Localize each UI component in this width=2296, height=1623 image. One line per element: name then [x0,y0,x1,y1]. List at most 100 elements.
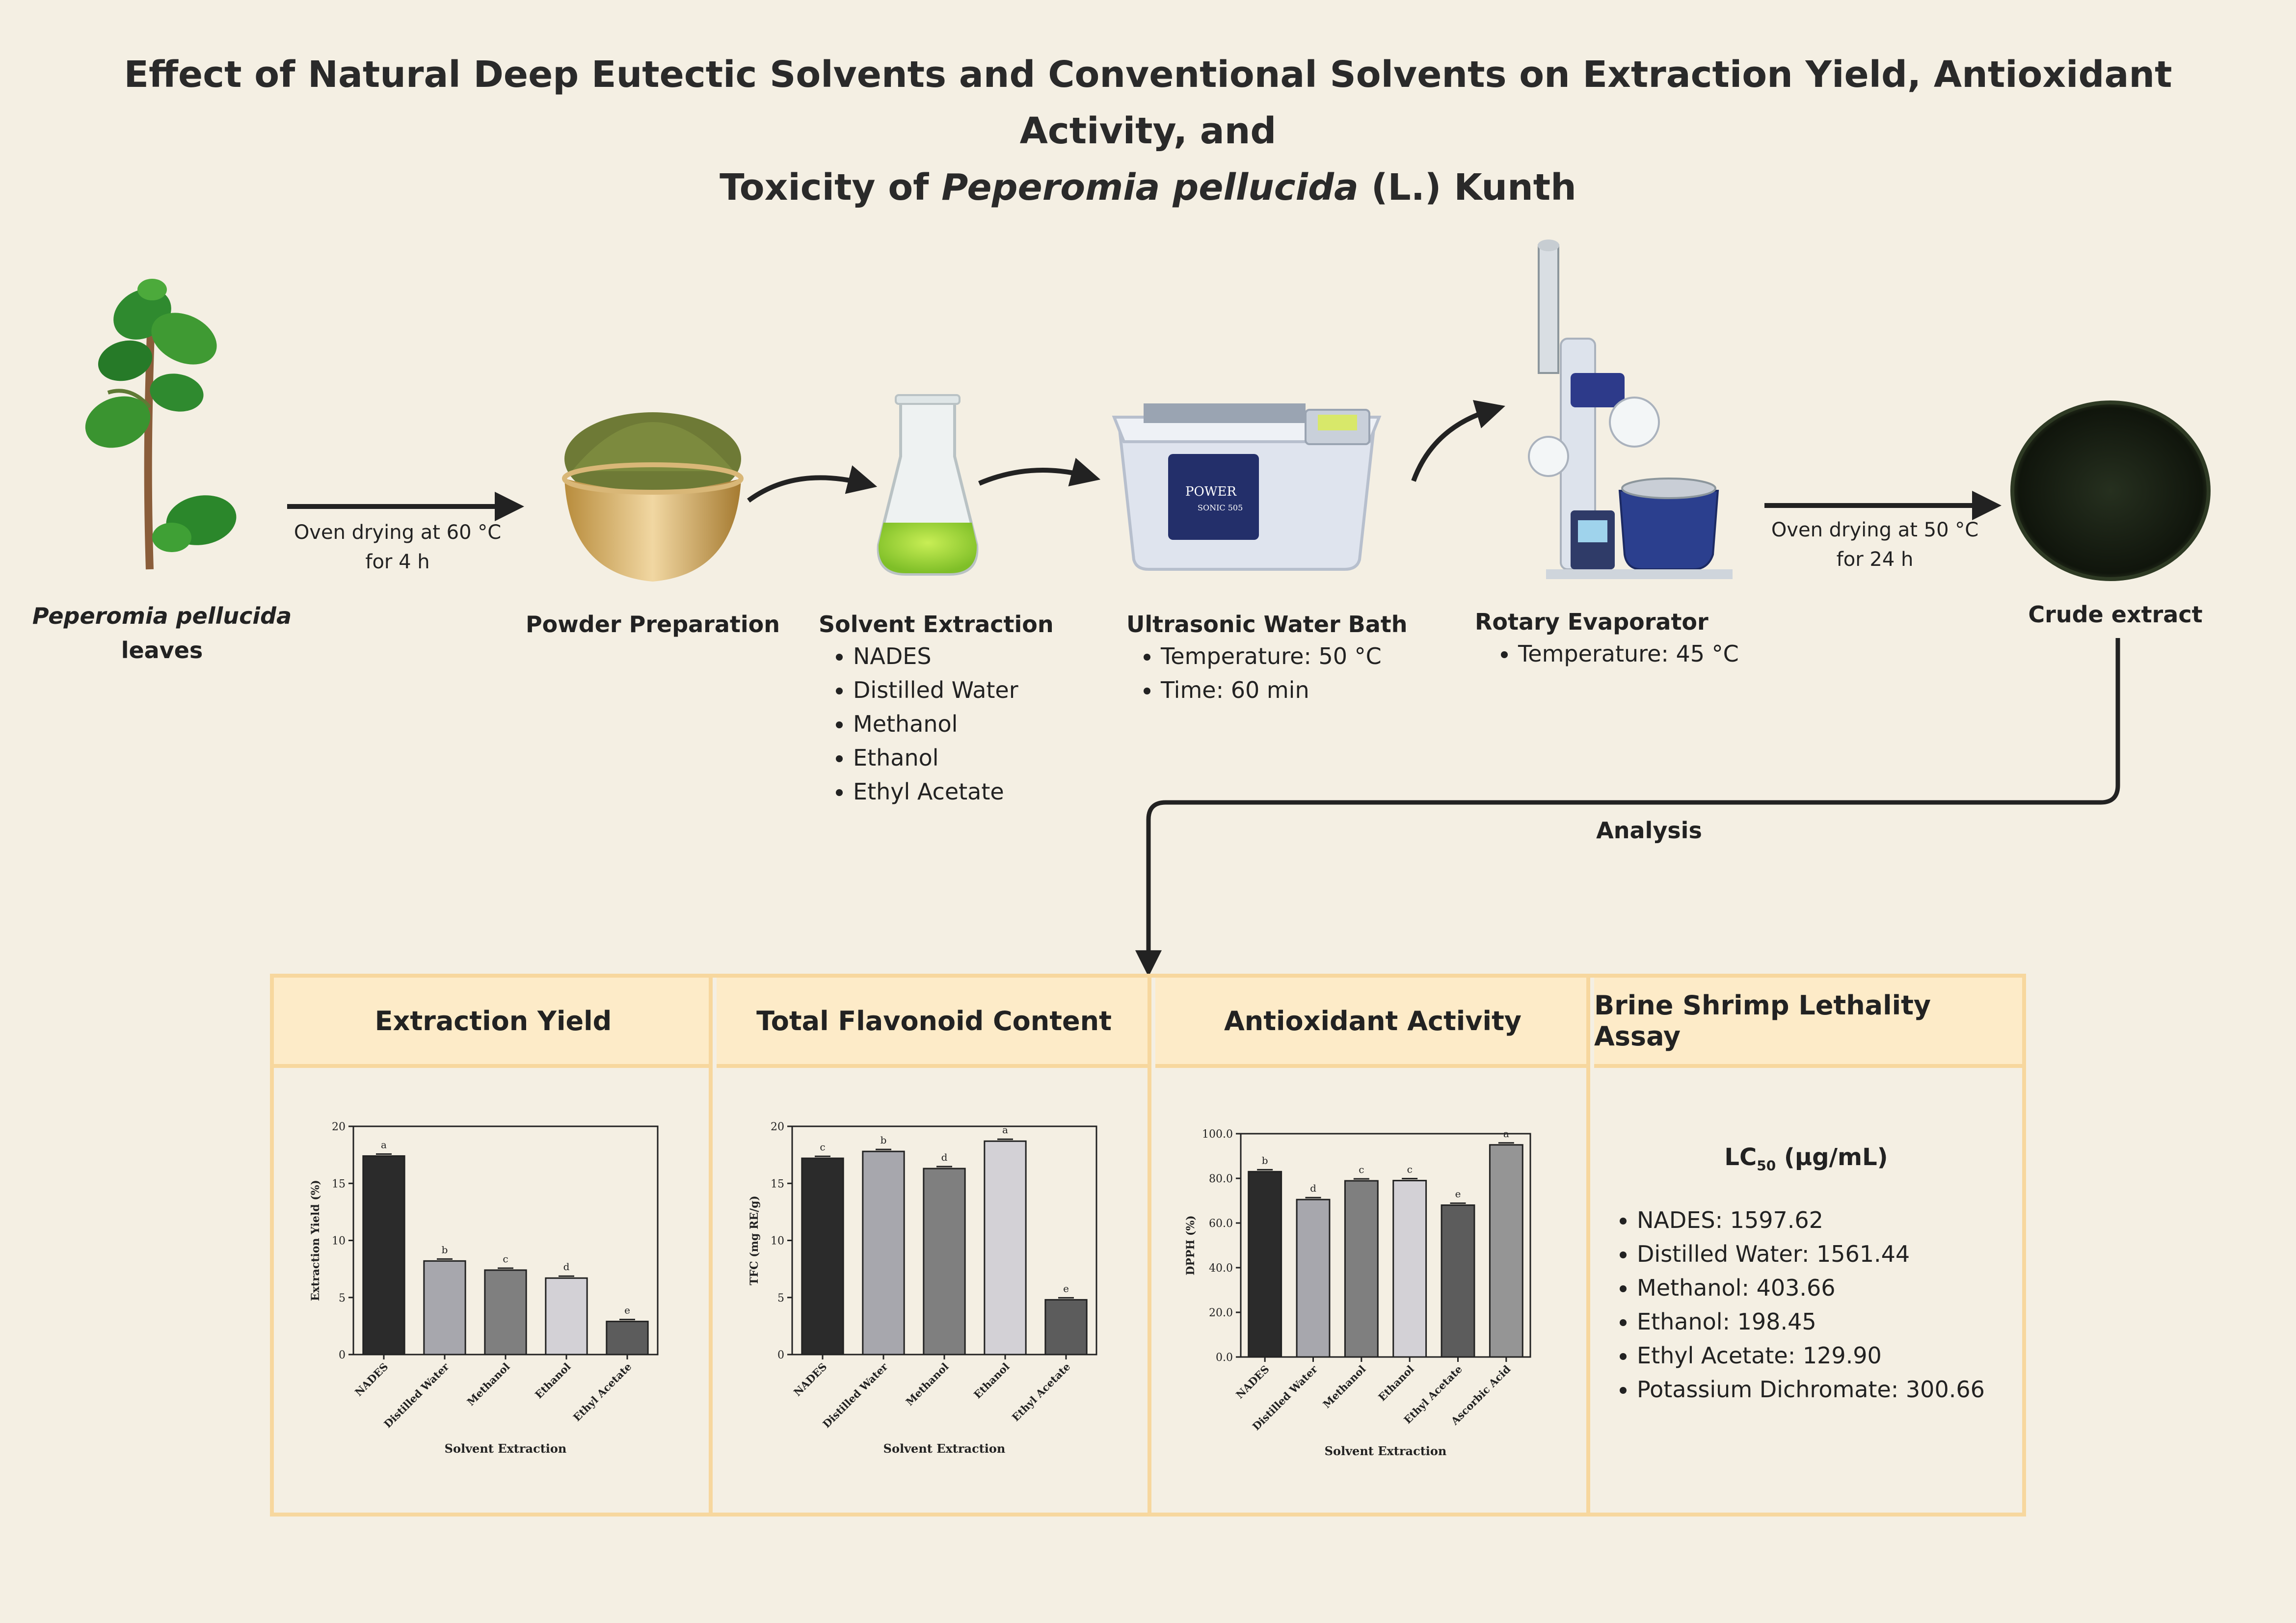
drying-2-condition: Oven drying at 50 °C [1771,519,1979,541]
bar [1248,1171,1282,1358]
title-line-1: Effect of Natural Deep Eutectic Solvents… [124,53,2172,152]
plant-species-name: Peperomia pellucida [32,603,292,629]
bath-conditions: Temperature: 50 °C Time: 60 min [1126,639,1431,707]
crude-extract-illustration [2010,400,2211,581]
powder-label: Powder Preparation [525,611,780,638]
bar [923,1168,966,1356]
x-tick-label: NADES [791,1360,829,1399]
y-tick-label: 15 [771,1178,784,1190]
plant-label: Peperomia pellucida leaves [29,599,294,667]
significance-letter: d [1310,1182,1316,1194]
evaporator-block: Rotary Evaporator Temperature: 45 °C [1475,609,1779,671]
lc50-heading: LC50 (µg/mL) [1595,1144,2017,1174]
x-axis-label: Solvent Extraction [1325,1444,1447,1458]
bar [1489,1144,1523,1358]
x-tick-label: Ethanol [971,1360,1012,1401]
arrow-powder-to-flask [747,465,878,503]
bar [1344,1180,1379,1358]
solvent-list: NADES Distilled Water Methanol Ethanol E… [819,639,1074,809]
chart-frame [1240,1133,1531,1358]
drying-1-condition: Oven drying at 60 °C [294,521,502,544]
analysis-label: Analysis [1596,817,1702,844]
bath-label: Ultrasonic Water Bath [1126,611,1408,638]
bar [801,1157,844,1356]
lc50-item: NADES: 1597.62 [1637,1203,2017,1237]
x-tick-label: Methanol [1320,1363,1368,1410]
lc50-item: Distilled Water: 1561.44 [1637,1237,2017,1271]
x-axis-label: Solvent Extraction [883,1441,1006,1456]
bar [984,1140,1027,1356]
x-tick-label: NADES [352,1360,391,1399]
title-line-2: Toxicity of Peperomia pellucida (L.) Kun… [74,160,2222,216]
bar [1441,1204,1475,1358]
y-axis-label: TFC (mg RE/g) [748,1196,761,1285]
x-tick-label: Ethanol [1376,1363,1416,1404]
y-tick-label: 60.0 [1209,1218,1233,1230]
bar [545,1277,588,1356]
y-tick-label: 20 [332,1121,346,1133]
bar [606,1321,649,1356]
y-tick-label: 5 [339,1292,346,1304]
x-tick-label: Methanol [464,1360,512,1408]
y-axis-label: DPPH (%) [1184,1215,1197,1275]
y-tick-label: 20 [771,1121,784,1133]
panel-header-antioxidant: Antioxidant Activity [1155,978,1590,1068]
solvent-item: NADES [853,639,1074,673]
evaporator-condition-item: Temperature: 45 °C [1518,637,1779,671]
x-tick-label: Distilled Water [820,1360,890,1430]
y-tick-label: 0 [777,1349,784,1361]
y-tick-label: 0.0 [1216,1352,1233,1364]
y-tick-label: 0 [339,1349,346,1361]
significance-letter: a [1002,1124,1008,1136]
page-title: Effect of Natural Deep Eutectic Solvents… [74,47,2222,216]
drying-label-1: Oven drying at 60 °C for 4 h [275,518,520,577]
significance-letter: c [1359,1164,1364,1175]
brine-results: LC50 (µg/mL) NADES: 1597.62 Distilled Wa… [1595,1144,2017,1407]
bath-model: SONIC 505 [1198,503,1243,512]
title-text: Toxicity of [720,166,942,209]
solvent-label: Solvent Extraction [819,611,1054,638]
significance-letter: b [881,1134,887,1146]
plant-label-leaves: leaves [121,637,203,664]
lc50-subscript: 50 [1757,1157,1776,1174]
flask-illustration [877,394,979,576]
bar [484,1269,527,1356]
panel-header-brine: Brine Shrimp Lethality Assay [1594,978,2022,1068]
y-tick-label: 40.0 [1209,1262,1233,1275]
bar [1296,1198,1331,1358]
arrow-crude-to-analysis [1135,638,2120,977]
solvent-item: Ethyl Acetate [853,775,1074,809]
solvent-item: Ethanol [853,741,1074,775]
x-tick-label: Ethyl Acetate [1010,1360,1073,1424]
x-tick-label: Distilled Water [381,1360,452,1430]
bar [1044,1299,1088,1356]
x-tick-label: NADES [1233,1363,1272,1401]
significance-letter: b [442,1244,448,1255]
lc50-item: Methanol: 403.66 [1637,1271,2017,1305]
x-tick-label: Methanol [903,1360,951,1408]
arrow-flask-to-bath [978,457,1101,486]
lc50-symbol: LC [1724,1144,1757,1171]
solvent-extraction-block: Solvent Extraction NADES Distilled Water… [819,611,1074,809]
ultrasonic-bath-illustration: POWER SONIC 505 [1112,403,1382,571]
arrow-bath-to-evaporator [1411,400,1505,482]
powder-bowl-illustration [562,412,744,582]
significance-letter: c [1407,1164,1413,1175]
lc50-list: NADES: 1597.62 Distilled Water: 1561.44 … [1595,1203,2017,1407]
lc50-item: Ethyl Acetate: 129.90 [1637,1339,2017,1373]
x-tick-label: Ethanol [533,1360,573,1401]
bar [862,1150,905,1356]
panel-header-yield: Extraction Yield [274,978,713,1068]
significance-letter: a [381,1139,387,1150]
y-tick-label: 15 [332,1178,346,1190]
solvent-item: Methanol [853,707,1074,741]
panel-divider [1148,976,1151,1515]
x-tick-label: Ethyl Acetate [571,1360,634,1424]
y-tick-label: 10 [771,1235,784,1248]
bar [1392,1180,1427,1358]
y-axis-label: Extraction Yield (%) [309,1180,322,1301]
bar [423,1260,466,1356]
title-text: (L.) Kunth [1358,166,1576,209]
